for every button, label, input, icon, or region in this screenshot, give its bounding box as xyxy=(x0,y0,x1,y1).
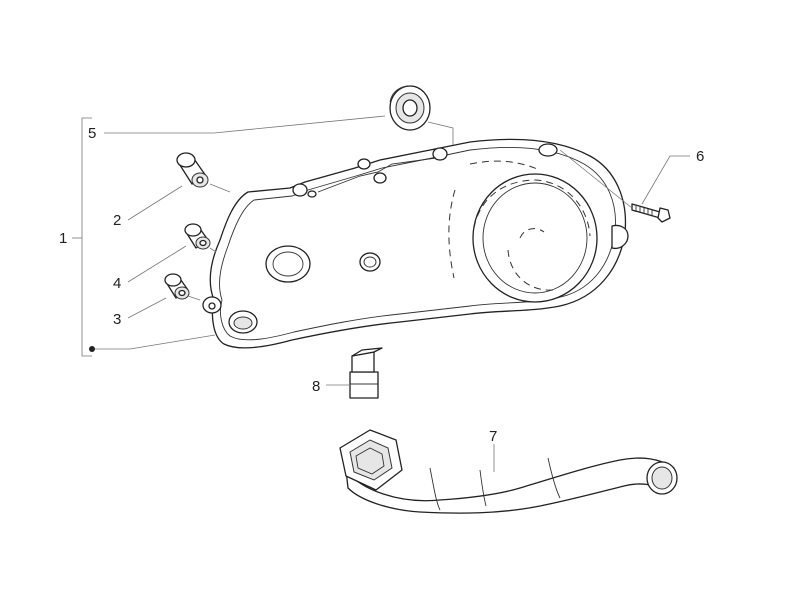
bolt xyxy=(631,203,671,223)
spacer-3 xyxy=(164,273,190,300)
callout-4: 4 xyxy=(113,275,121,292)
callout-5: 5 xyxy=(88,125,96,142)
callout-7: 7 xyxy=(489,428,497,445)
inspection-plug-small xyxy=(359,252,381,272)
transmission-cover xyxy=(202,138,629,349)
callout-2: 2 xyxy=(113,212,121,229)
callout-3: 3 xyxy=(113,311,121,328)
callout-1: 1 xyxy=(59,230,67,247)
air-duct-hose xyxy=(339,429,678,514)
right-boss xyxy=(611,224,629,250)
callout-8: 8 xyxy=(312,378,320,395)
bullet-dot xyxy=(89,346,95,352)
inspection-plug-large xyxy=(265,245,311,283)
callout-6: 6 xyxy=(696,148,704,165)
group-bracket xyxy=(81,117,92,357)
bearing xyxy=(389,85,431,131)
mounting-lugs xyxy=(202,143,558,314)
cover-inner-edge xyxy=(219,146,616,341)
clip xyxy=(349,347,383,399)
cover-rib-dashed-2 xyxy=(469,160,541,171)
leader-lines xyxy=(72,115,690,472)
spacer-2 xyxy=(176,152,209,188)
clutch-dome xyxy=(472,173,598,303)
spacer-4 xyxy=(184,223,211,250)
callout-labels: 1 5 2 4 3 6 8 7 xyxy=(59,125,704,445)
